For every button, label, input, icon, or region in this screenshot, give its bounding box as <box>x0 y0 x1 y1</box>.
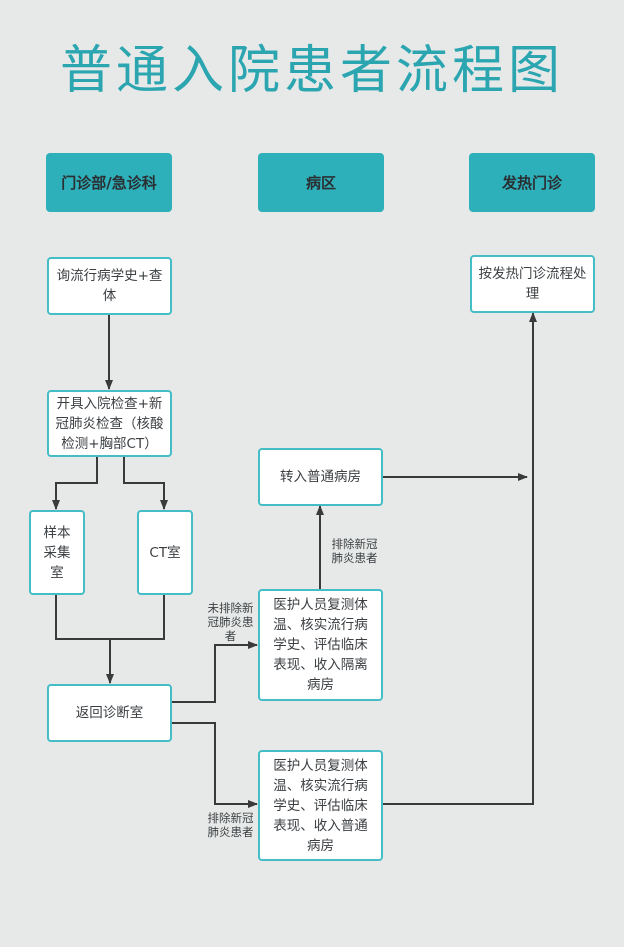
lane-header-ward: 病区 <box>258 153 384 212</box>
node-return-diagnosis: 返回诊断室 <box>47 684 172 742</box>
node-isolation-assessment: 医护人员复测体温、核实流行病学史、评估临床表现、收入隔离病房 <box>258 589 383 701</box>
node-fever-clinic-process: 按发热门诊流程处理 <box>470 255 595 313</box>
node-general-assessment: 医护人员复测体温、核实流行病学史、评估临床表现、收入普通病房 <box>258 750 383 861</box>
edge-return-to-general <box>172 722 258 808</box>
lane-header-fever-clinic: 发热门诊 <box>469 153 595 212</box>
label-not-excluded: 未排除新冠肺炎患者 <box>207 601 254 643</box>
edge-tests-to-ct <box>123 456 168 510</box>
edge-return-to-isolation <box>172 641 258 703</box>
lane-header-outpatient: 门诊部/急诊科 <box>46 153 172 212</box>
node-sample-room: 样本采集室 <box>29 510 85 595</box>
edge-general-to-fever <box>383 312 537 805</box>
node-transfer-general-ward: 转入普通病房 <box>258 448 383 506</box>
label-excluded-upper: 排除新冠肺炎患者 <box>331 537 378 565</box>
edge-sample-merge <box>55 594 165 640</box>
node-order-tests: 开具入院检查+新冠肺炎检查（核酸检测+胸部CT） <box>47 390 172 457</box>
node-inquiry: 询流行病学史+查体 <box>47 257 172 315</box>
edge-tests-to-sample <box>52 456 98 510</box>
page-title: 普通入院患者流程图 <box>59 41 564 101</box>
label-excluded-lower: 排除新冠肺炎患者 <box>207 811 254 839</box>
node-ct-room: CT室 <box>137 510 193 595</box>
